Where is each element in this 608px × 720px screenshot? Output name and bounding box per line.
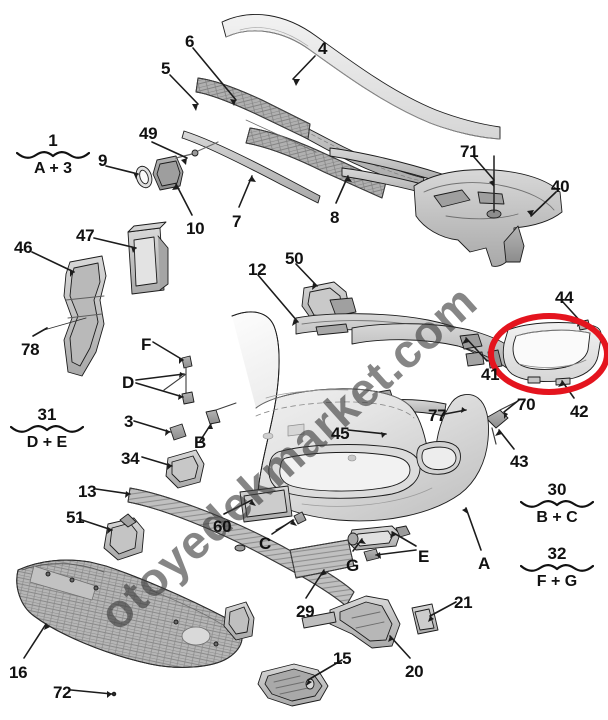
group-label-number: 32 — [547, 544, 567, 563]
group-label-30: 30 B + C — [520, 481, 594, 526]
callout-f: F — [141, 335, 152, 354]
callout-34: 34 — [121, 449, 140, 468]
callout-g: G — [346, 556, 359, 575]
callout-70: 70 — [517, 395, 536, 414]
part-lower-grille-insert — [289, 539, 355, 579]
group-label-sub: A + 3 — [33, 160, 73, 177]
part-grommet-ring — [135, 165, 153, 189]
group-brace-icon — [10, 424, 84, 435]
group-label-sub: D + E — [26, 434, 68, 451]
callout-29: 29 — [296, 602, 315, 621]
group-label-sub: B + C — [536, 509, 578, 526]
callout-20: 20 — [405, 662, 424, 681]
group-label-31: 31 D + E — [10, 406, 84, 451]
part-center-bracket — [223, 601, 255, 641]
callout-78: 78 — [21, 340, 40, 359]
callout-72: 72 — [53, 683, 72, 702]
callout-51: 51 — [66, 508, 85, 527]
group-brace-icon — [16, 150, 90, 161]
callout-c: C — [259, 534, 271, 553]
callout-50: 50 — [285, 249, 304, 268]
group-label-number: 31 — [37, 405, 57, 424]
callout-71: 71 — [460, 142, 479, 161]
callout-b: B — [194, 433, 206, 452]
part-tow-hook-cover — [239, 485, 293, 523]
callout-a: A — [478, 554, 490, 573]
group-label-number: 1 — [48, 131, 58, 150]
callout-40: 40 — [551, 177, 570, 196]
callout-77: 77 — [428, 406, 447, 425]
callout-16: 16 — [9, 663, 28, 682]
callout-4: 4 — [318, 39, 328, 58]
callout-47: 47 — [76, 226, 95, 245]
part-engine-undertray — [16, 559, 243, 668]
callout-6: 6 — [185, 32, 195, 51]
part-upper-trim-molding — [221, 14, 501, 140]
part-corner-trim — [165, 449, 205, 489]
callout-41: 41 — [481, 365, 500, 384]
part-grille-support-bracket — [103, 513, 145, 561]
callout-9: 9 — [98, 151, 108, 170]
callout-e: E — [418, 547, 430, 566]
part-air-deflector — [301, 595, 401, 649]
callout-5: 5 — [161, 59, 171, 78]
part-fasteners-left — [163, 355, 237, 441]
callout-43: 43 — [510, 452, 529, 471]
callout-60: 60 — [213, 517, 232, 536]
group-brace-icon — [520, 499, 594, 510]
part-emblem-badge — [152, 141, 219, 191]
callout-46: 46 — [14, 238, 33, 257]
part-front-bumper-cover — [231, 311, 489, 522]
callout-8: 8 — [330, 208, 340, 227]
part-headlamp-bracket-left — [43, 255, 107, 377]
callout-d: D — [122, 373, 134, 392]
part-front-panel-upper-carrier — [413, 155, 563, 267]
part-air-duct-frame — [127, 221, 169, 295]
part-sensor-clip — [363, 548, 380, 562]
callout-49: 49 — [139, 124, 158, 143]
callout-15: 15 — [333, 649, 352, 668]
part-fog-lamp-unit — [257, 663, 329, 707]
group-label-1: 1 A + 3 — [16, 132, 90, 177]
callout-45: 45 — [331, 424, 350, 443]
callout-42: 42 — [570, 402, 589, 421]
callout-21: 21 — [454, 593, 473, 612]
group-label-number: 30 — [547, 480, 567, 499]
group-label-sub: F + G — [536, 573, 578, 590]
callout-13: 13 — [78, 482, 97, 501]
callout-3: 3 — [124, 412, 134, 431]
callout-44: 44 — [555, 288, 574, 307]
part-trim-strip — [411, 603, 439, 635]
callout-7: 7 — [232, 212, 242, 231]
group-label-32: 32 F + G — [520, 545, 594, 590]
callout-10: 10 — [186, 219, 205, 238]
part-bumper-beam-bracket — [301, 281, 357, 325]
part-grille-lower-molding — [181, 130, 321, 204]
group-brace-icon — [520, 563, 594, 574]
callout-12: 12 — [248, 260, 267, 279]
